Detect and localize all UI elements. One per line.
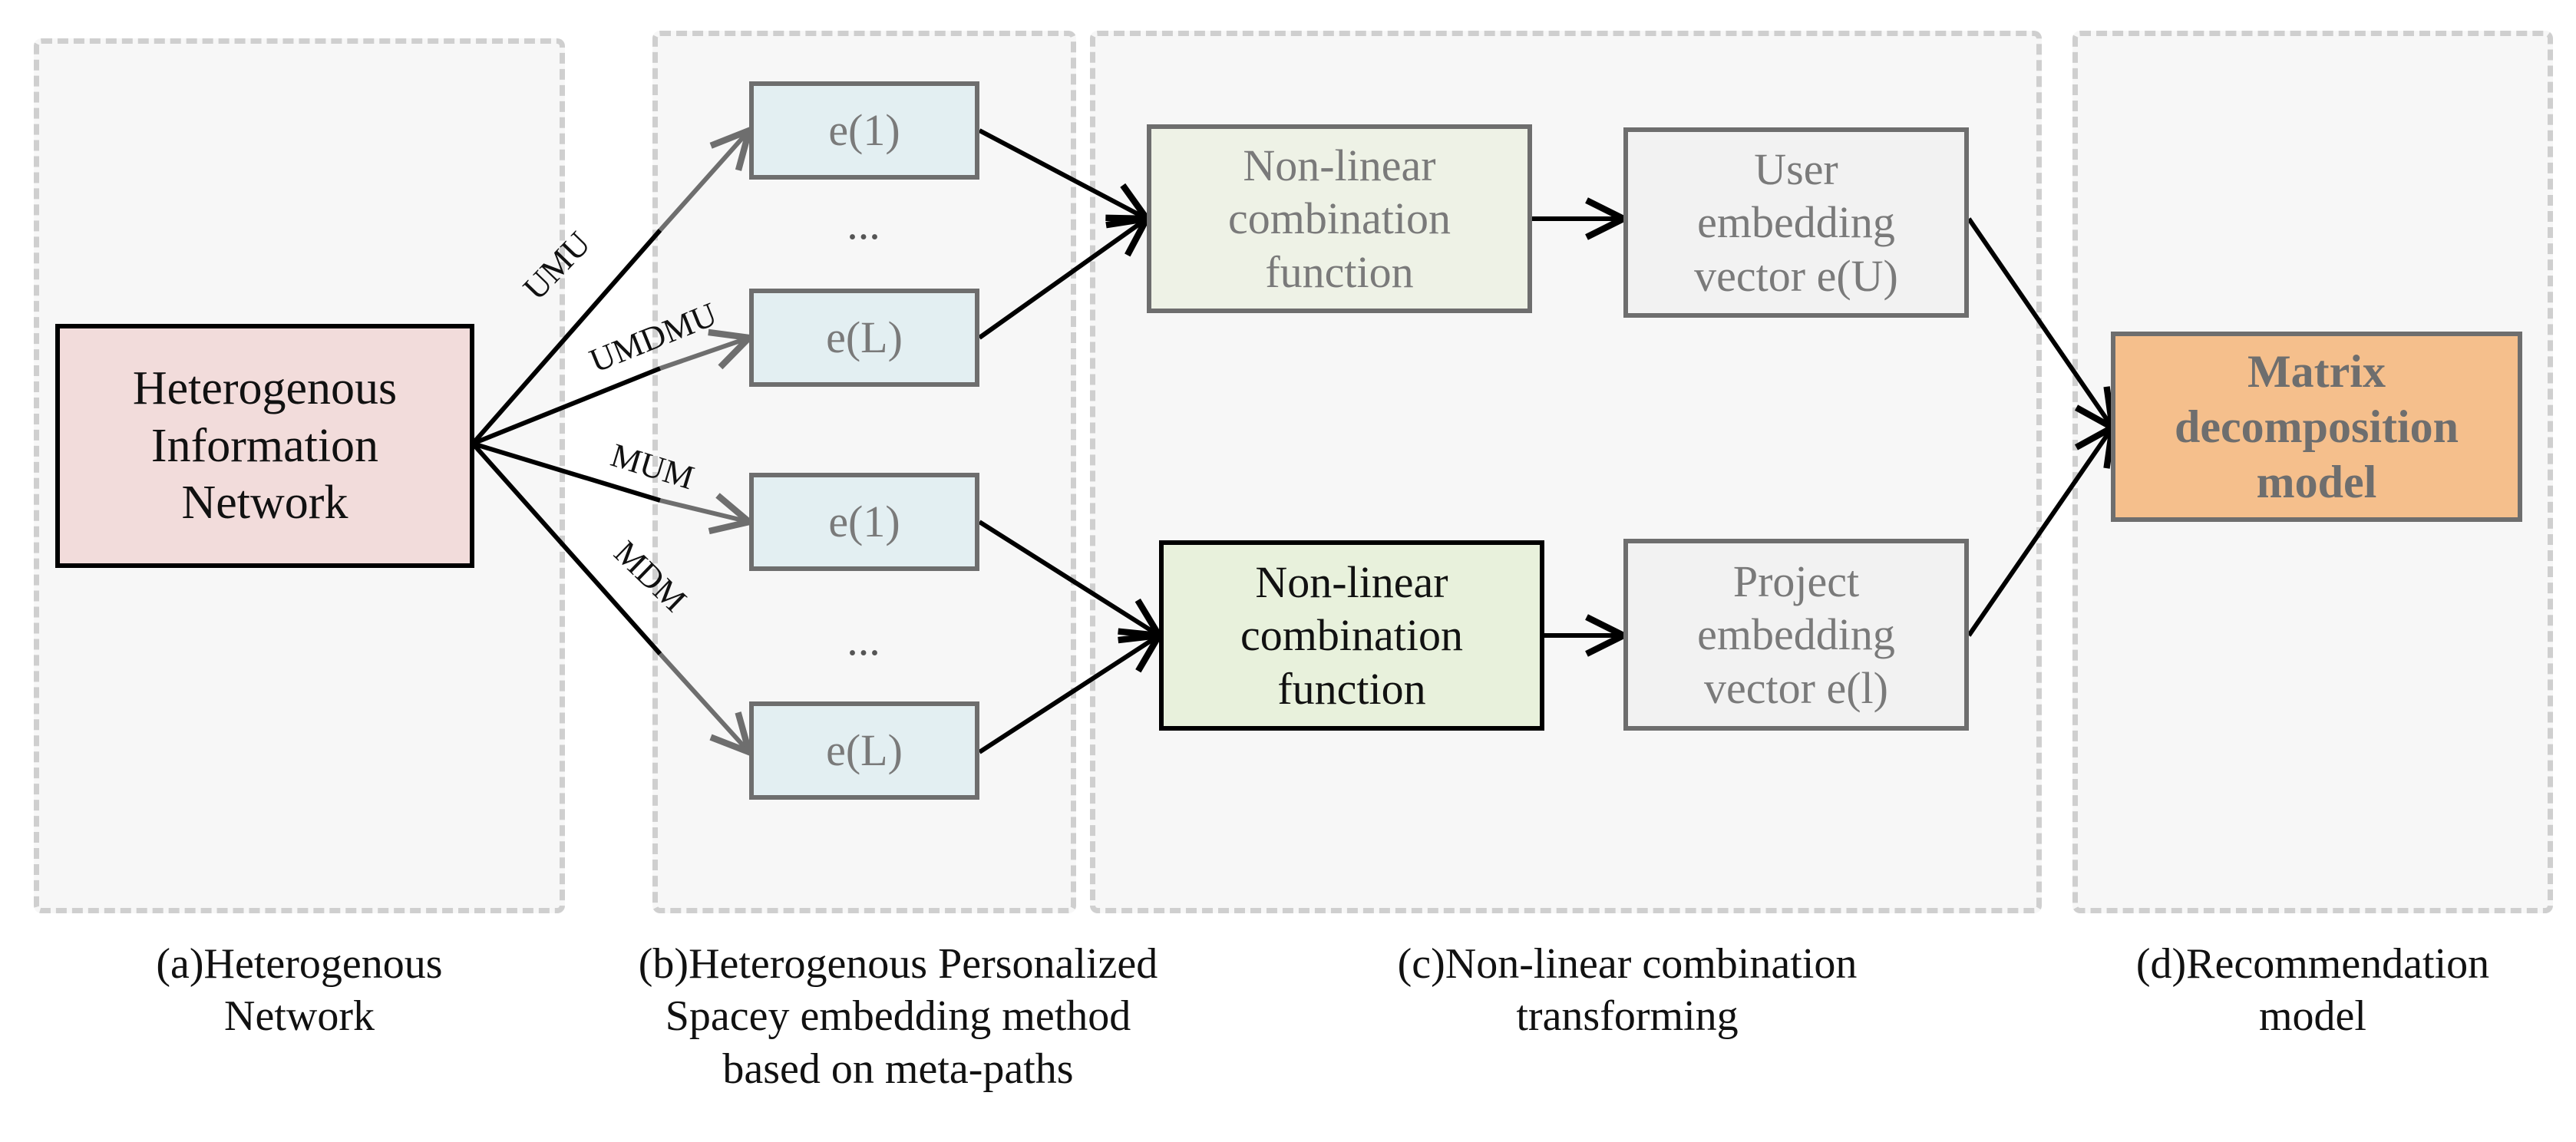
hin-box: Heterogenous Information Network [55,324,474,568]
path-mdm-grey [658,652,749,752]
embedding-lower-first: e(1) [749,473,979,571]
path-mum-grey [659,500,749,522]
nonlinear-bottom-line-2: combination [1240,610,1463,661]
embedding-lower-first-label: e(1) [828,497,900,547]
user-embedding-vector: User embedding vector e(U) [1623,127,1969,318]
nonlinear-bottom-line-1: Non-linear [1255,556,1448,607]
path-umdmu-grey [659,338,749,371]
embedding-upper-last: e(L) [749,289,979,387]
nonlinear-top-line-2: combination [1228,193,1451,244]
caption-c: (c)Non-linear combination transforming [1243,938,2011,1043]
hin-line-1: Heterogenous [132,362,398,415]
embedding-upper-first-label: e(1) [828,105,900,156]
project-vector-line-3: vector e(l) [1704,662,1888,713]
caption-a-line-2: Network [224,992,375,1041]
project-vector-line-1: Project [1732,556,1860,606]
user-vector-line-3: vector e(U) [1694,250,1898,301]
user-vector-line-1: User [1754,144,1838,194]
embedding-upper-first: e(1) [749,81,979,180]
path-umu-black [471,229,662,445]
nonlinear-bottom-line-3: function [1277,663,1426,714]
embedding-lower-last: e(L) [749,701,979,800]
matrix-decomposition-model: Matrix decomposition model [2111,332,2522,522]
caption-a: (a)Heterogenous Network [34,938,565,1043]
caption-d-line-2: model [2259,992,2366,1041]
embedding-upper-ellipsis: ... [847,199,880,249]
project-embedding-vector: Project embedding vector e(l) [1623,539,1969,731]
caption-d: (d)Recommendation model [2072,938,2553,1043]
embedding-lower-last-label: e(L) [826,725,903,776]
matrix-line-1: Matrix [2247,346,2386,397]
nonlinear-function-top: Non-linear combination function [1147,124,1532,313]
embedding-upper-last-label: e(L) [826,312,903,363]
matrix-line-3: model [2256,457,2377,507]
embedding-lower-ellipsis: ... [847,615,880,665]
caption-d-line-1: (d)Recommendation [2135,940,2490,988]
hin-line-2: Information [150,419,379,472]
path-umdmu-black [471,366,662,446]
path-umu-grey [658,130,749,232]
caption-c-line-1: (c)Non-linear combination [1397,940,1858,988]
nonlinear-function-bottom: Non-linear combination function [1159,540,1544,731]
path-mum-black [472,441,661,503]
caption-c-line-2: transforming [1516,992,1739,1041]
user-vector-line-2: embedding [1697,197,1895,248]
hin-line-3: Network [181,477,348,530]
caption-b-line-3: based on meta-paths [722,1045,1074,1093]
nonlinear-top-line-1: Non-linear [1243,140,1436,190]
caption-b: (b)Heterogenous Personalized Spacey embe… [568,938,1228,1095]
nonlinear-top-line-3: function [1265,246,1414,297]
project-vector-line-2: embedding [1697,609,1895,660]
caption-a-line-1: (a)Heterogenous [156,940,443,988]
caption-b-line-2: Spacey embedding method [665,992,1131,1041]
matrix-line-2: decomposition [2174,401,2459,452]
caption-b-line-1: (b)Heterogenous Personalized [638,940,1158,988]
path-mdm-black [471,442,662,655]
